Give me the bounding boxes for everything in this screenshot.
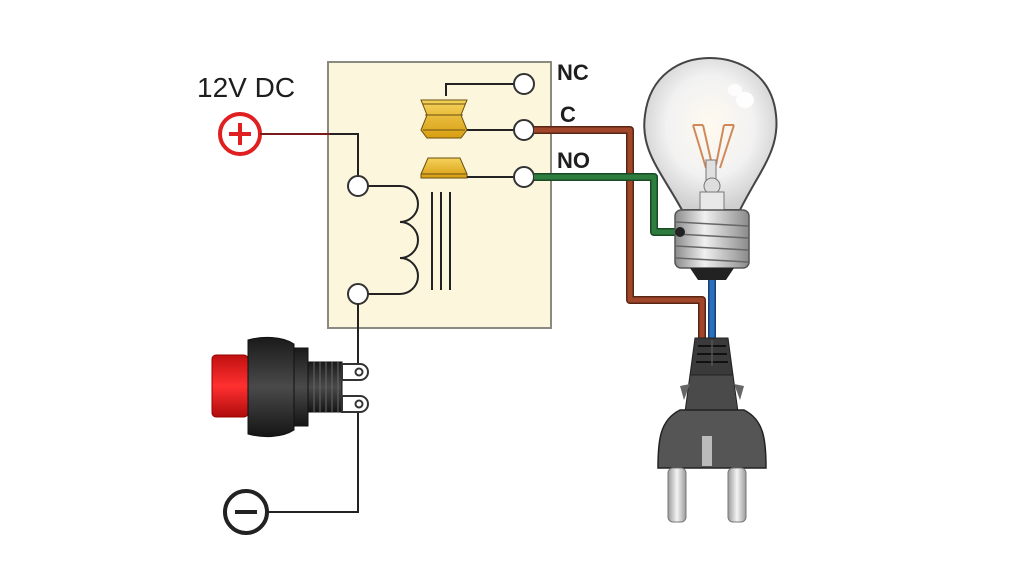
no-label: NO — [557, 148, 590, 173]
nc-label: NC — [557, 60, 589, 85]
power-plug-icon — [657, 337, 767, 523]
light-bulb-icon — [643, 56, 778, 280]
coil-terminal-top — [347, 175, 369, 197]
relay-coil — [368, 185, 451, 295]
push-button-icon[interactable] — [211, 336, 369, 438]
coil-terminal-bottom — [347, 283, 369, 305]
positive-terminal-icon — [218, 112, 262, 156]
supply-label: 12V DC — [197, 72, 295, 103]
no-contact — [420, 157, 468, 179]
green-wire — [534, 173, 680, 236]
negative-wire — [262, 406, 359, 513]
c-terminal — [513, 119, 535, 141]
negative-terminal-icon — [223, 489, 269, 535]
no-terminal — [513, 166, 535, 188]
nc-terminal — [513, 73, 535, 95]
c-label: C — [560, 102, 576, 127]
common-contact — [420, 99, 468, 139]
